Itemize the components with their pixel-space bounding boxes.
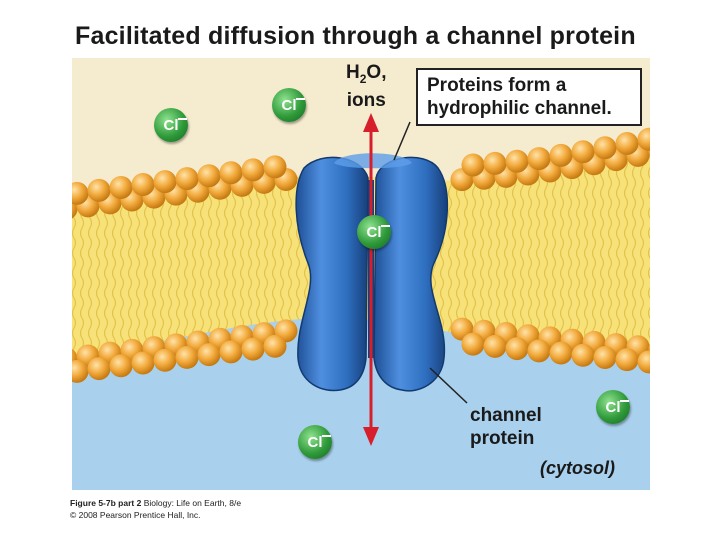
phospholipid-head	[593, 136, 617, 160]
phospholipid-head	[637, 127, 650, 151]
channel-protein-label: channel protein	[470, 405, 542, 449]
phospholipid-head	[571, 343, 595, 367]
phospholipid-head	[131, 173, 155, 197]
phospholipid-head	[72, 359, 89, 383]
phospholipid-head	[131, 351, 155, 375]
phospholipid-head	[219, 161, 243, 185]
chloride-ion: Cl	[298, 425, 332, 459]
phospholipid-head	[615, 132, 639, 156]
phospholipid-head	[241, 158, 265, 182]
phospholipid-head	[549, 341, 573, 365]
chloride-ion: Cl	[357, 215, 391, 249]
hydrophilic-channel-callout: Proteins form a hydrophilic channel.	[416, 68, 642, 126]
phospholipid-head	[197, 164, 221, 188]
chloride-ion: Cl	[154, 108, 188, 142]
chloride-ion: Cl	[272, 88, 306, 122]
phospholipid-head	[153, 348, 177, 372]
cytosol-label: (cytosol)	[540, 458, 616, 478]
phospholipid-head	[197, 343, 221, 367]
phospholipid-head	[109, 354, 133, 378]
phospholipid-head	[153, 170, 177, 194]
phospholipid-head	[483, 151, 507, 175]
transport-arrow	[363, 113, 379, 446]
transported-substances-label: H2O, ions	[346, 62, 387, 111]
phospholipid-head	[263, 334, 287, 358]
phospholipid-head	[263, 155, 287, 179]
phospholipid-head	[549, 143, 573, 167]
phospholipid-head	[109, 175, 133, 199]
phospholipid-head	[87, 178, 111, 202]
figure-title: Facilitated diffusion through a channel …	[75, 22, 636, 50]
phospholipid-head	[483, 334, 507, 358]
inner-phospholipid-heads	[72, 317, 650, 383]
outer-phospholipid-heads	[72, 127, 650, 219]
phospholipid-head	[175, 167, 199, 191]
figure-caption: Figure 5-7b part 2 Biology: Life on Eart…	[70, 498, 242, 520]
phospholipid-head	[241, 337, 265, 361]
phospholipid-head	[571, 140, 595, 164]
phospholipid-head	[87, 357, 111, 381]
phospholipid-head	[527, 147, 551, 171]
chloride-ion: Cl	[596, 390, 630, 424]
phospholipid-head	[175, 345, 199, 369]
callout-pointer	[393, 121, 411, 161]
phospholipid-head	[461, 153, 485, 177]
phospholipid-head	[461, 332, 485, 356]
phospholipid-head	[219, 340, 243, 364]
phospholipid-head	[615, 348, 639, 372]
phospholipid-head	[72, 181, 89, 205]
phospholipid-head	[505, 149, 529, 173]
phospholipid-head	[593, 345, 617, 369]
channel-pointer	[429, 367, 468, 404]
phospholipid-head	[505, 337, 529, 361]
phospholipid-head	[527, 339, 551, 363]
phospholipid-head	[637, 350, 650, 374]
